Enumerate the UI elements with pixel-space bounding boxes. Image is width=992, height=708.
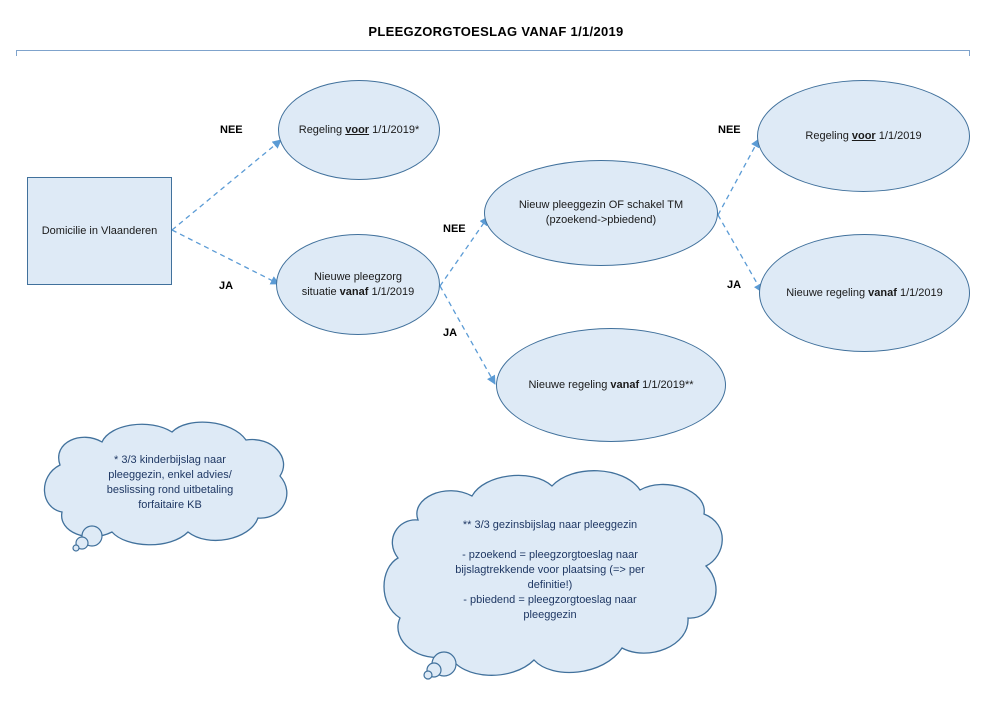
note-1-line: * 3/3 kinderbijslag naar — [114, 454, 226, 466]
node-domicilie-label: Domicilie in Vlaanderen — [41, 224, 158, 237]
note-1-line: pleeggezin, enkel advies/ — [108, 469, 232, 481]
note-1-line: forfaitaire KB — [138, 499, 202, 511]
connector-domicilie-to-regeling-voor — [171, 139, 282, 231]
cloud-shape — [383, 470, 723, 676]
connector-pleeggezin-to-regeling-voor-2 — [717, 138, 760, 216]
cloud-bubble — [423, 670, 433, 680]
note-2-line: bijslagtrekkende voor plaatsing (=> per — [455, 564, 645, 576]
title-divider — [16, 50, 970, 51]
cloud-bubble — [72, 544, 80, 552]
node-regeling-voor-2-label: Regeling voor 1/1/2019 — [805, 129, 922, 142]
edge-label-ja-2: JA — [443, 327, 458, 339]
cloud-bubble — [75, 536, 89, 550]
note-cloud-1 — [43, 421, 288, 552]
node-regeling-voor-2: Regeling voor 1/1/2019 — [757, 80, 970, 192]
note-2-text: ** 3/3 gezinsbijslag naar pleeggezin - p… — [430, 518, 670, 623]
node-nieuw-pleeggezin-label: Nieuw pleeggezin OF schakel TM(pzoekend-… — [518, 199, 684, 226]
cloud-shape — [43, 421, 288, 546]
note-2-line: definitie!) — [527, 579, 573, 591]
title-divider-tick-left — [16, 50, 17, 56]
node-domicilie: Domicilie in Vlaanderen — [27, 177, 172, 285]
edge-label-nee-2: NEE — [443, 223, 466, 235]
title-divider-tick-right — [969, 50, 970, 56]
edge-label-nee-3: NEE — [718, 124, 741, 136]
note-1-line: beslissing rond uitbetaling — [106, 484, 234, 496]
edge-label-nee-1: NEE — [220, 124, 243, 136]
note-2-line: ** 3/3 gezinsbijslag naar pleeggezin — [462, 519, 638, 531]
connector-pleeggezin-to-nieuwe-regeling-right — [717, 214, 763, 293]
node-nieuw-pleeggezin: Nieuw pleeggezin OF schakel TM(pzoekend-… — [484, 160, 718, 266]
node-regeling-voor-1: Regeling voor 1/1/2019* — [278, 80, 440, 180]
node-nieuwe-regeling-mid-label: Nieuwe regeling vanaf 1/1/2019** — [528, 378, 694, 391]
node-nieuwe-regeling-right: Nieuwe regeling vanaf 1/1/2019 — [759, 234, 970, 352]
note-1-text: * 3/3 kinderbijslag naar pleeggezin, enk… — [90, 453, 250, 513]
note-2-line — [430, 533, 670, 548]
note-2-line: - pbiedend = pleegzorgtoeslag naar — [463, 594, 637, 606]
node-nieuwe-regeling-right-label: Nieuwe regeling vanaf 1/1/2019 — [786, 286, 943, 299]
page-title: PLEEGZORGTOESLAG VANAF 1/1/2019 — [368, 24, 624, 39]
connector-domicilie-to-nieuwe-situatie — [171, 229, 280, 285]
note-cloud-2 — [383, 470, 723, 680]
note-2-line: - pzoekend = pleegzorgtoeslag naar — [462, 549, 638, 561]
note-2-line: pleeggezin — [523, 609, 577, 621]
node-regeling-voor-1-label: Regeling voor 1/1/2019* — [298, 123, 420, 136]
edge-label-ja-3: JA — [727, 279, 742, 291]
connector-situatie-to-nieuwe-regeling-mid — [439, 285, 496, 385]
edge-label-ja-1: JA — [219, 280, 234, 292]
node-nieuwe-regeling-mid: Nieuwe regeling vanaf 1/1/2019** — [496, 328, 726, 442]
